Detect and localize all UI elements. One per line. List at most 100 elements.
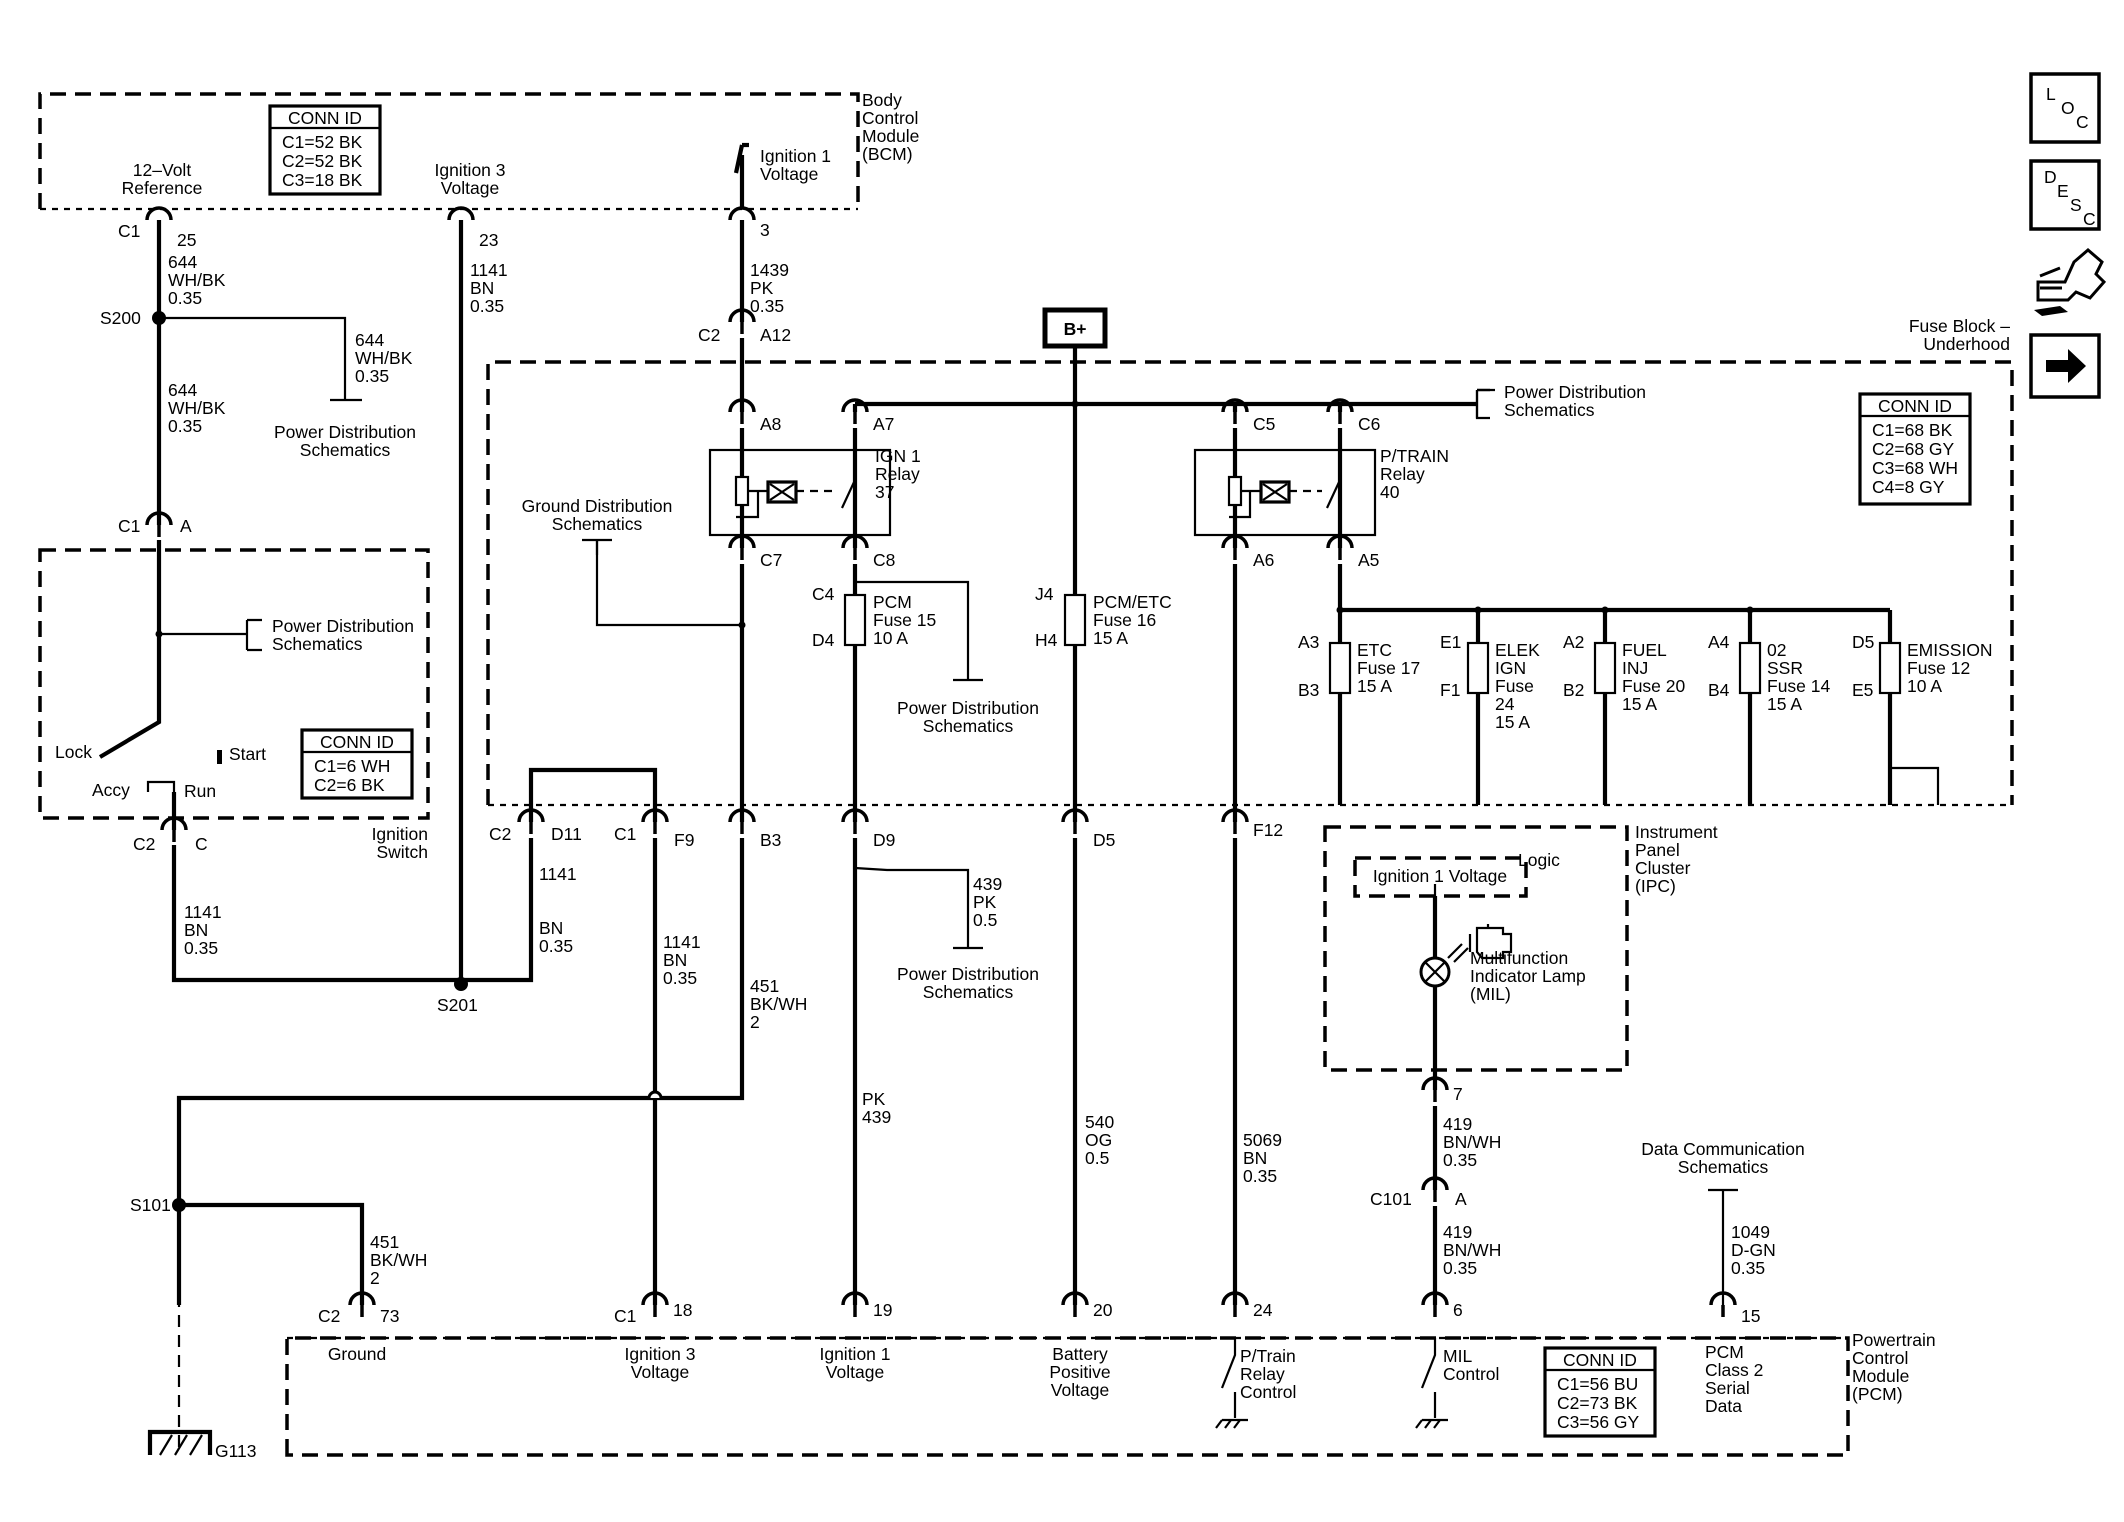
- svg-text:Fuse 20: Fuse 20: [1622, 676, 1685, 696]
- svg-text:Power Distribution: Power Distribution: [272, 616, 414, 636]
- svg-text:Serial: Serial: [1705, 1378, 1750, 1398]
- svg-text:C5: C5: [1253, 414, 1275, 434]
- svg-text:C1: C1: [118, 221, 140, 241]
- svg-text:D-GN: D-GN: [1731, 1240, 1776, 1260]
- svg-text:Schematics: Schematics: [552, 514, 643, 534]
- svg-text:0.35: 0.35: [168, 416, 202, 436]
- svg-text:C4: C4: [812, 584, 835, 604]
- ground-g113: [147, 1429, 213, 1456]
- svg-text:C101: C101: [1370, 1189, 1412, 1209]
- svg-text:C1: C1: [614, 1306, 636, 1326]
- svg-text:F9: F9: [674, 830, 694, 850]
- svg-text:Ignition 1: Ignition 1: [819, 1344, 890, 1364]
- pcm-signal-labels: Ground Ignition 3 Voltage Ignition 1 Vol…: [328, 1342, 1764, 1416]
- ign1-relay: [708, 448, 892, 537]
- svg-text:0.35: 0.35: [184, 938, 218, 958]
- svg-text:D5: D5: [1852, 632, 1874, 652]
- svg-text:ETC: ETC: [1357, 640, 1392, 660]
- svg-text:Control: Control: [1443, 1364, 1499, 1384]
- svg-text:1141: 1141: [184, 902, 222, 922]
- svg-text:C1=52 BK: C1=52 BK: [282, 132, 363, 152]
- svg-text:D11: D11: [551, 824, 582, 844]
- wire-labels: 644 WH/BK 0.35 644 WH/BK 0.35 644 WH/BK …: [168, 252, 1776, 1288]
- reference-stubs: [247, 388, 1495, 652]
- svg-text:10 A: 10 A: [1907, 676, 1942, 696]
- svg-text:Data Communication: Data Communication: [1641, 1139, 1804, 1159]
- svg-text:0.35: 0.35: [750, 296, 784, 316]
- b-plus-box: [1042, 307, 1108, 349]
- svg-text:WH/BK: WH/BK: [168, 270, 226, 290]
- svg-text:PK: PK: [973, 892, 997, 912]
- svg-text:15 A: 15 A: [1622, 694, 1657, 714]
- svg-text:7: 7: [1453, 1084, 1463, 1104]
- svg-text:Schematics: Schematics: [1678, 1157, 1769, 1177]
- svg-text:Module: Module: [862, 126, 919, 146]
- svg-text:C2: C2: [133, 834, 155, 854]
- svg-text:F12: F12: [1253, 820, 1283, 840]
- svg-text:Switch: Switch: [376, 842, 428, 862]
- svg-text:BN/WH: BN/WH: [1443, 1132, 1501, 1152]
- splice-s101: [172, 1198, 186, 1212]
- loc-button[interactable]: L O C: [2029, 72, 2101, 144]
- svg-text:(IPC): (IPC): [1635, 876, 1676, 896]
- svg-text:B3: B3: [1298, 680, 1319, 700]
- svg-text:15: 15: [1741, 1306, 1760, 1326]
- svg-text:Data: Data: [1705, 1396, 1742, 1416]
- bcm-conn-id: CONN ID C1=52 BK C2=52 BK C3=18 BK: [268, 104, 382, 196]
- relay-labels: IGN 1 Relay 37 P/TRAIN Relay 40: [875, 446, 1449, 502]
- svg-text:Lock: Lock: [55, 742, 92, 762]
- svg-text:FUEL: FUEL: [1622, 640, 1667, 660]
- ptrain-relay: [1193, 448, 1377, 537]
- svg-text:C: C: [2076, 112, 2089, 132]
- svg-text:C2=68 GY: C2=68 GY: [1872, 439, 1955, 459]
- svg-text:24: 24: [1495, 694, 1515, 714]
- svg-text:Reference: Reference: [122, 178, 203, 198]
- svg-text:CONN ID: CONN ID: [288, 108, 362, 128]
- svg-text:Fuse 17: Fuse 17: [1357, 658, 1420, 678]
- b-plus-label: B+: [1064, 319, 1087, 339]
- svg-text:419: 419: [1443, 1114, 1472, 1134]
- next-page-button[interactable]: [2029, 333, 2101, 399]
- svg-text:40: 40: [1380, 482, 1400, 502]
- splice-s200: [152, 311, 166, 325]
- desc-button[interactable]: D E S C: [2029, 159, 2101, 231]
- svg-text:Voltage: Voltage: [760, 164, 818, 184]
- svg-text:BN: BN: [663, 950, 687, 970]
- svg-text:Fuse: Fuse: [1495, 676, 1534, 696]
- svg-text:C1: C1: [614, 824, 636, 844]
- svg-text:Schematics: Schematics: [923, 716, 1014, 736]
- svg-text:S200: S200: [100, 308, 141, 328]
- svg-text:Module: Module: [1852, 1366, 1909, 1386]
- splice-s201: [454, 977, 468, 991]
- svg-text:0.35: 0.35: [168, 288, 202, 308]
- svg-text:O: O: [2061, 98, 2075, 118]
- svg-text:Ignition 1: Ignition 1: [760, 146, 831, 166]
- svg-text:D: D: [2044, 167, 2057, 187]
- svg-text:CONN ID: CONN ID: [1878, 396, 1952, 416]
- svg-text:24: 24: [1253, 1300, 1273, 1320]
- svg-text:Schematics: Schematics: [300, 440, 391, 460]
- svg-text:WH/BK: WH/BK: [168, 398, 226, 418]
- svg-text:C2=6 BK: C2=6 BK: [314, 775, 385, 795]
- svg-text:BN: BN: [539, 918, 563, 938]
- svg-text:PCM: PCM: [1705, 1342, 1744, 1362]
- fuses: [843, 593, 1902, 695]
- svg-text:D9: D9: [873, 830, 895, 850]
- svg-text:F1: F1: [1440, 680, 1460, 700]
- arrow-right-icon: [2046, 349, 2086, 383]
- svg-text:6: 6: [1453, 1300, 1463, 1320]
- svg-text:Multifunction: Multifunction: [1470, 948, 1568, 968]
- svg-text:C2: C2: [318, 1306, 340, 1326]
- svg-text:EMISSION: EMISSION: [1907, 640, 1993, 660]
- svg-text:Fuse Block –: Fuse Block –: [1909, 316, 2010, 336]
- svg-text:0.35: 0.35: [1443, 1258, 1477, 1278]
- svg-text:C: C: [195, 834, 208, 854]
- svg-text:A2: A2: [1563, 632, 1584, 652]
- svg-text:S101: S101: [130, 1195, 171, 1215]
- schematic-links: [1475, 388, 1490, 420]
- component-icon[interactable]: [2034, 248, 2107, 316]
- svg-text:1141: 1141: [470, 260, 508, 280]
- svg-text:0.35: 0.35: [470, 296, 504, 316]
- svg-text:Accy: Accy: [92, 780, 130, 800]
- svg-text:ELEK: ELEK: [1495, 640, 1540, 660]
